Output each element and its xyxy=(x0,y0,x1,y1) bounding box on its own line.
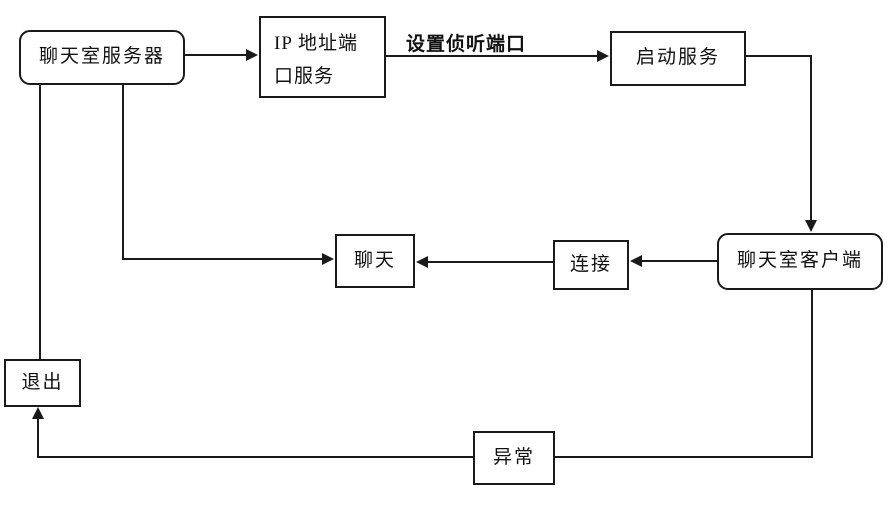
node-connect-label: 连接 xyxy=(569,253,612,275)
edge-client-to-connect xyxy=(630,255,717,267)
node-chat-room-client: 聊天室客户端 xyxy=(717,233,883,290)
edge-label-set-listen-port: 设置侦听端口 xyxy=(405,34,526,55)
node-ip-address-port-service-label: IP 地址端口服务 xyxy=(274,33,358,87)
edge-connect-to-chat xyxy=(416,256,553,268)
node-chat-room-server: 聊天室服务器 xyxy=(19,30,185,85)
node-chat-label: 聊天 xyxy=(353,249,396,271)
edge-server-to-ip-service xyxy=(185,49,258,61)
node-exception: 异常 xyxy=(473,431,555,485)
node-chat: 聊天 xyxy=(335,234,415,288)
edge-client-via-exception-to-exit xyxy=(32,290,813,458)
node-exit-label: 退出 xyxy=(21,371,64,393)
node-chat-room-server-label: 聊天室服务器 xyxy=(38,46,165,68)
edge-server-to-chat xyxy=(122,85,334,265)
node-start-service-label: 启动服务 xyxy=(635,47,720,69)
node-connect: 连接 xyxy=(553,240,629,290)
node-exit: 退出 xyxy=(4,359,81,407)
edge-start-service-to-client xyxy=(746,55,817,232)
node-chat-room-client-label: 聊天室客户端 xyxy=(736,250,863,272)
node-exception-label: 异常 xyxy=(492,446,535,468)
node-start-service: 启动服务 xyxy=(610,31,746,86)
node-ip-address-port-service: IP 地址端口服务 xyxy=(259,16,386,98)
edge-ip-service-to-start-service xyxy=(386,50,609,62)
